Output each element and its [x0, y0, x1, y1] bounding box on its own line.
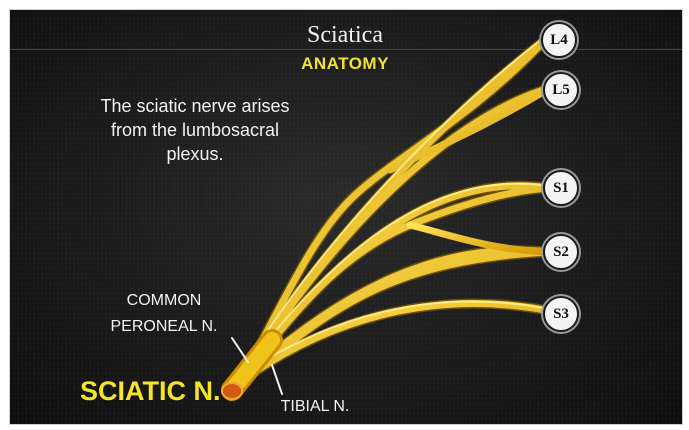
- description-text: The sciatic nerve arises from the lumbos…: [80, 94, 310, 166]
- diagram-panel: Sciatica ANATOMY The sciatic nerve arise…: [9, 9, 683, 425]
- nerve-bundle: [222, 38, 555, 399]
- label-sciatic-nerve: SCIATIC N.: [80, 376, 221, 407]
- leader-common-peroneal: [232, 338, 248, 362]
- label-tibial-nerve: TIBIAL N.: [260, 394, 370, 420]
- page-subtitle: ANATOMY: [260, 54, 430, 74]
- root-badge-s1: S1: [543, 170, 579, 206]
- root-badge-s3: S3: [543, 296, 579, 332]
- page-title: Sciatica: [275, 22, 415, 49]
- root-badge-s2: S2: [543, 234, 579, 270]
- leader-tibial: [272, 365, 282, 394]
- nerve-cut-end: [222, 383, 242, 399]
- root-badge-l5: L5: [543, 72, 579, 108]
- root-badge-l4: L4: [541, 22, 577, 58]
- label-common-peroneal: COMMON PERONEAL N.: [94, 288, 234, 340]
